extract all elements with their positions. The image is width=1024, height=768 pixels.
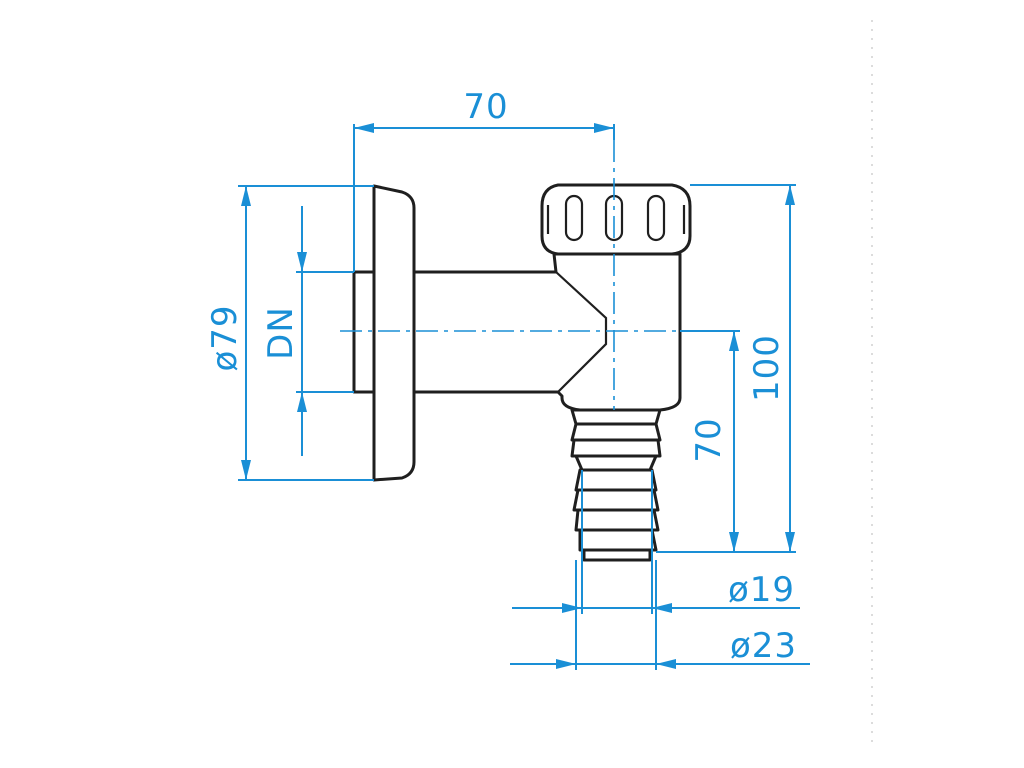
dimension-label-height-total: 100	[747, 334, 787, 402]
hose-barb	[570, 408, 662, 562]
dimension-flange-diameter: ø79	[205, 185, 374, 481]
dimension-nominal-size: DN	[261, 206, 354, 456]
wall-flange	[372, 184, 416, 482]
dimension-label-nominal-size: DN	[261, 306, 301, 360]
dimension-outer-diameter: ø23	[510, 560, 810, 670]
dimension-height-outlet: 70	[680, 330, 740, 552]
dimension-label-flange-diameter: ø79	[205, 304, 245, 371]
wall-spigot	[352, 270, 376, 394]
dimension-label-width-top: 70	[463, 87, 508, 127]
pipe-body	[412, 252, 682, 412]
knurled-cap	[540, 183, 692, 256]
dimension-label-inner-diameter: ø19	[728, 570, 795, 610]
dimension-label-outer-diameter: ø23	[730, 626, 797, 666]
dimension-height-total: 100	[656, 184, 796, 553]
dimension-inner-diameter: ø19	[512, 470, 800, 614]
dimension-width-top: 70	[353, 87, 615, 272]
dimension-label-height-outlet: 70	[689, 417, 729, 462]
valve-body	[352, 183, 692, 562]
